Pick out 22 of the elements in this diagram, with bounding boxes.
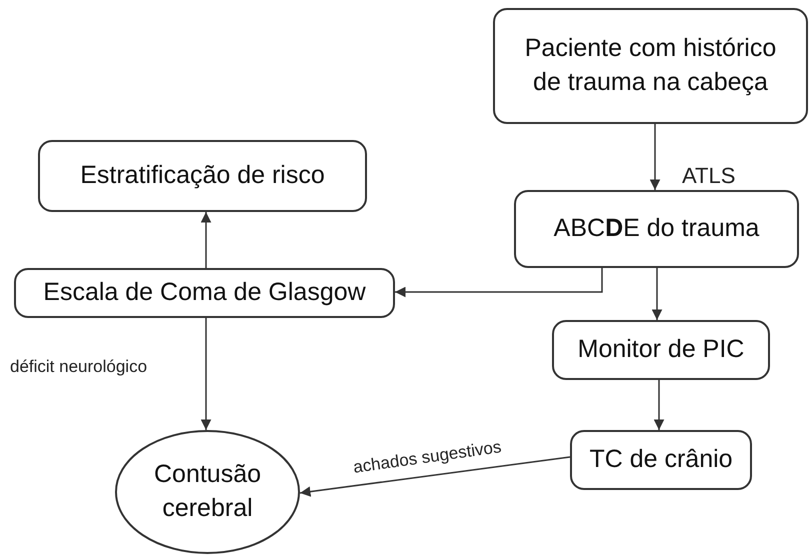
node-text: TC de crânio	[589, 444, 733, 476]
arrow	[652, 268, 662, 320]
process-box	[493, 8, 808, 124]
process-box	[514, 190, 799, 268]
edge-label: déficit neurológico	[10, 357, 148, 377]
process-box	[552, 320, 770, 380]
arrow	[200, 212, 212, 268]
ellipse-node	[115, 430, 300, 554]
process-box	[570, 430, 752, 490]
node-text: Escala de Coma de Glasgow	[43, 277, 366, 308]
node-text: Contusão cerebral	[152, 459, 262, 524]
node-text: Estratificação de risco	[80, 160, 325, 192]
arrow	[650, 124, 660, 190]
process-box	[14, 268, 395, 318]
arrow	[300, 456, 570, 497]
arrow	[654, 380, 664, 430]
node-text: ABCDE do trauma	[554, 213, 760, 244]
node-text: Paciente com histórico de trauma na cabeça	[524, 33, 778, 98]
arrow	[200, 318, 212, 430]
process-box	[38, 140, 367, 212]
arrow	[395, 268, 603, 298]
node-text: Monitor de PIC	[578, 334, 744, 366]
